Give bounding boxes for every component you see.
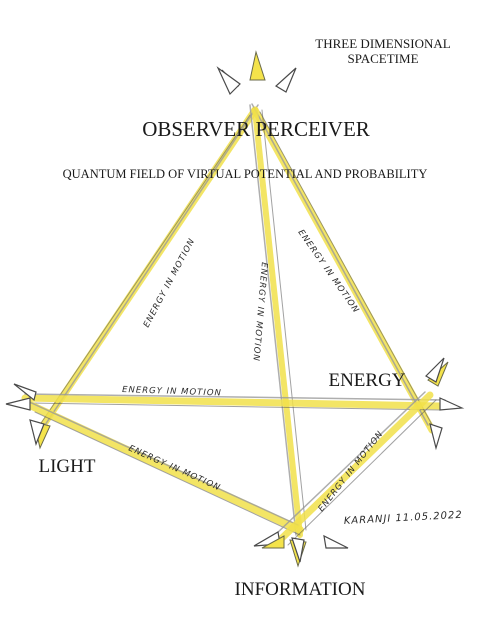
edge-label-top-information: ENERGY IN MOTION [250, 262, 269, 362]
top-arrows [216, 50, 297, 96]
energy-arrows [425, 357, 465, 451]
edge-label-energy-information: ENERGY IN MOTION [316, 429, 385, 514]
information-arrows [253, 531, 349, 568]
right-node-label: ENERGY [328, 370, 405, 391]
field-label: QUANTUM FIELD OF VIRTUAL POTENTIAL AND P… [63, 167, 428, 181]
signature: KARANJI 11.05.2022 [344, 510, 463, 527]
beam-top-information [249, 104, 307, 538]
bottom-node-label: INFORMATION [235, 579, 366, 600]
top-node-label: OBSERVER PERCEIVER [142, 117, 370, 141]
beam-light-information [24, 399, 304, 536]
title-line1: THREE DIMENSIONAL [315, 36, 450, 51]
edge-label-light-energy: ENERGY IN MOTION [122, 385, 222, 398]
edge-label-light-information: ENERGY IN MOTION [127, 444, 222, 494]
edge-label-top-light: ENERGY IN MOTION [142, 237, 198, 330]
beam-top-energy [251, 103, 437, 434]
title-line2: SPACETIME [347, 51, 418, 66]
light-arrows [5, 383, 51, 450]
left-node-label: LIGHT [39, 456, 96, 477]
beam-light-energy [21, 393, 446, 411]
beam-energy-information [274, 391, 437, 546]
beam-top-light [34, 104, 259, 434]
